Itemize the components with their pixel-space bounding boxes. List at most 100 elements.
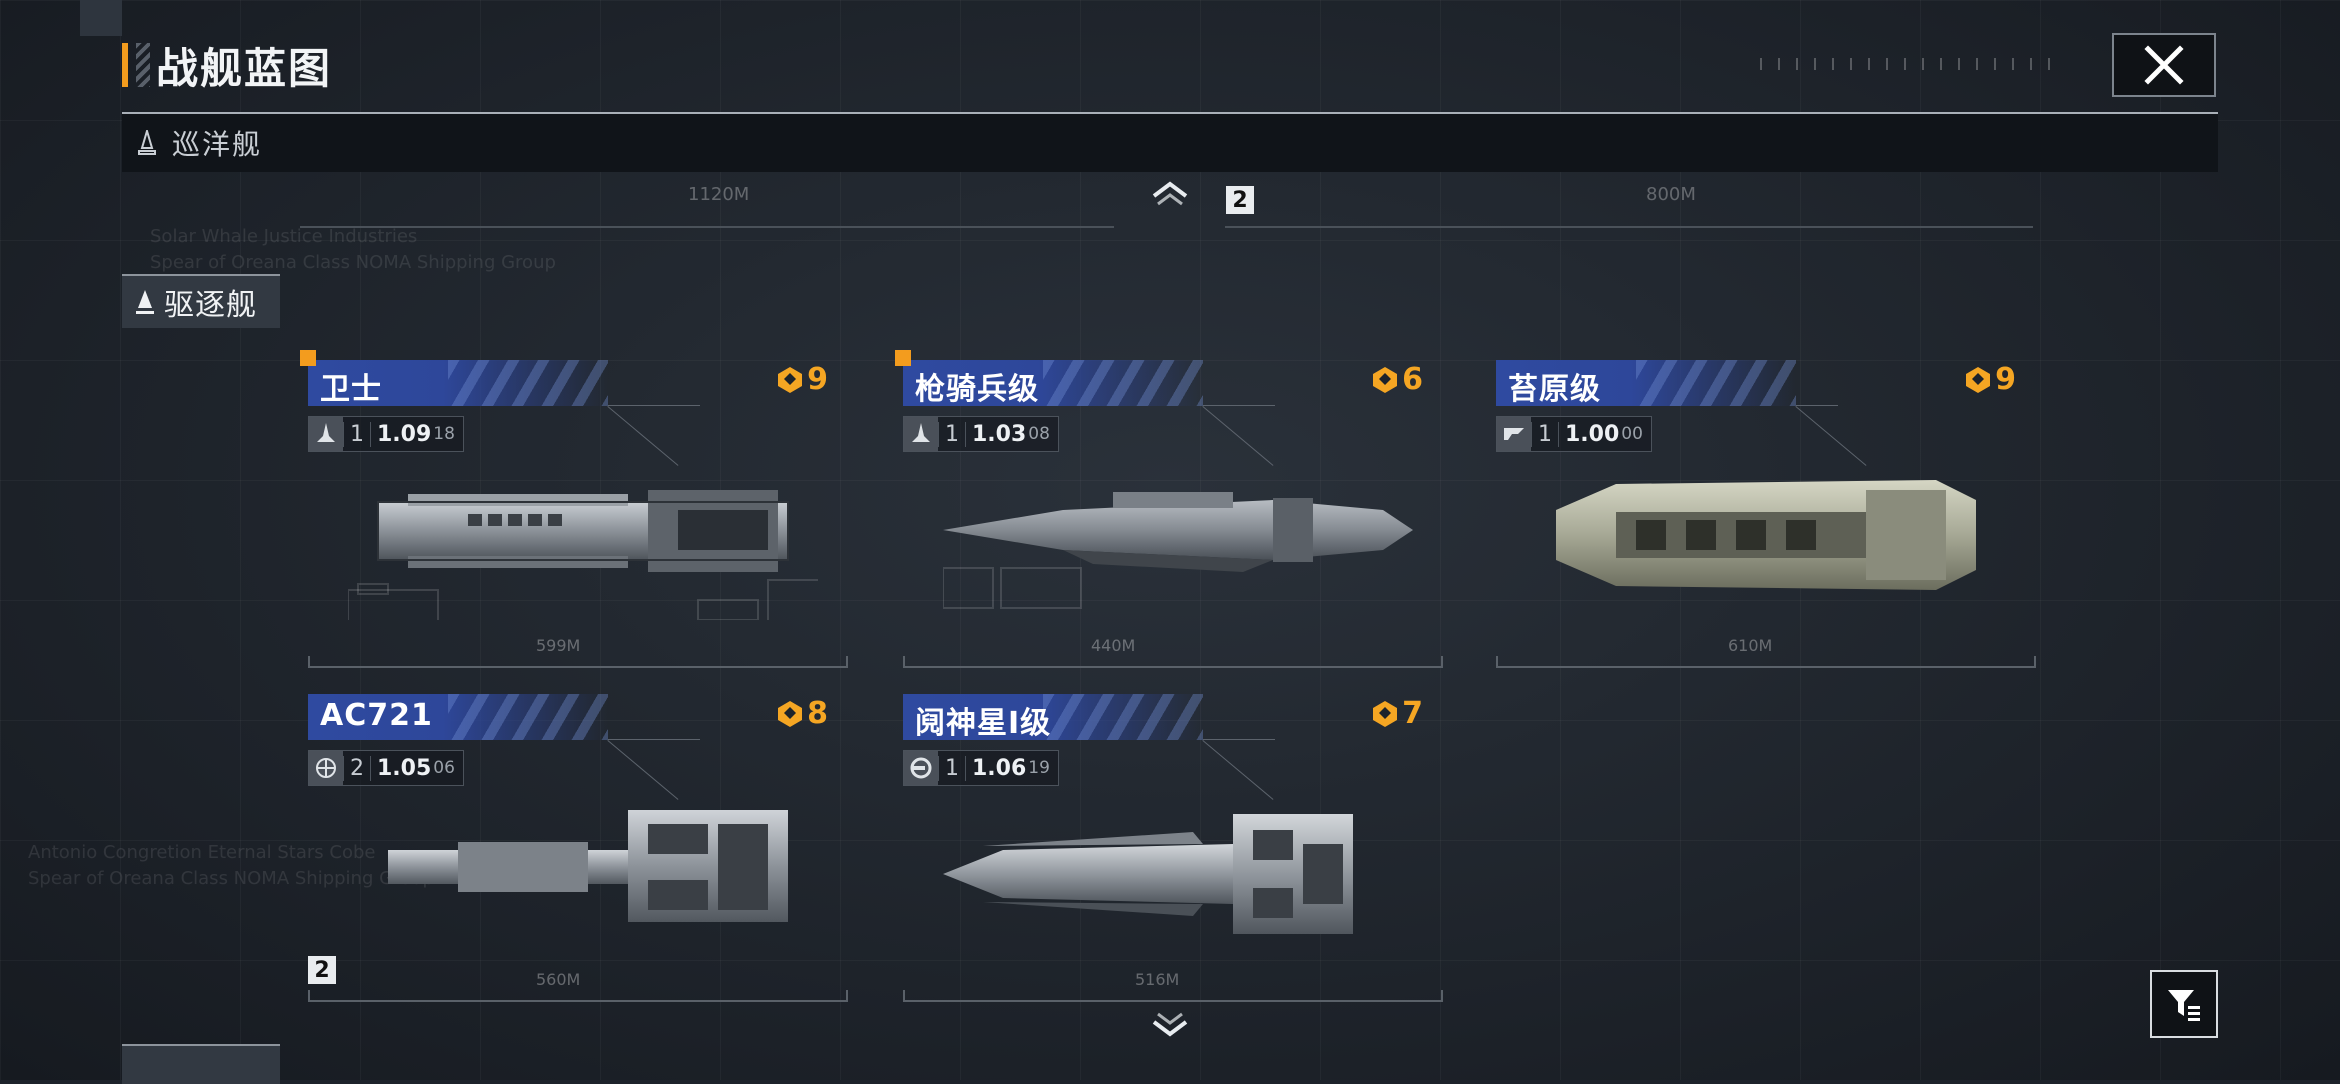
close-icon (2144, 45, 2184, 85)
faction-icon (1504, 428, 1524, 440)
ship-length: 516M (1135, 970, 1180, 989)
ship-image (348, 490, 818, 620)
card-header (903, 694, 1203, 740)
globe-icon (316, 758, 336, 778)
length-ruler (308, 990, 848, 1002)
ship-name: AC721 (320, 698, 433, 733)
length-ruler (308, 656, 848, 668)
ship-version: 1.09 (377, 421, 432, 447)
card-header (1496, 360, 1796, 406)
ship-card-5[interactable]: 阋神星Ⅰ级 7 1 1.06 19 516M (903, 694, 1443, 1014)
cost-display: 9 (1963, 362, 2016, 397)
ship-image (943, 492, 1413, 609)
category-bar-cruiser[interactable]: 巡洋舰 (122, 114, 2218, 172)
shield-ring-icon (910, 757, 932, 779)
fighter-icon (912, 423, 930, 442)
cost-value: 6 (1402, 362, 1423, 397)
fighter-icon (317, 423, 335, 442)
ruler (300, 226, 1114, 228)
ship-version: 1.06 (972, 755, 1027, 781)
ship-stats: 2 1.05 06 (308, 750, 464, 786)
length-label: 800M (1646, 184, 1696, 205)
header-leader-line (1203, 405, 1275, 406)
subcategory-tab-destroyer[interactable]: 驱逐舰 (122, 274, 280, 328)
header-stripes (1043, 694, 1203, 740)
command-point-icon (1966, 366, 1991, 393)
command-point-icon (1373, 366, 1398, 393)
header-stripes (1043, 360, 1203, 406)
cost-display: 8 (775, 696, 828, 731)
ship-class-icon (138, 130, 156, 155)
subcategory-tab-next[interactable] (122, 1044, 280, 1084)
ship-length: 440M (1091, 636, 1136, 655)
header-leader-line (1796, 405, 1838, 406)
ship-subversion: 08 (1028, 424, 1050, 444)
ship-subversion: 06 (433, 758, 455, 778)
ship-card-3[interactable]: 苔原级 9 1 1.00 00 610M (1496, 360, 2036, 680)
ship-subversion: 19 (1028, 758, 1050, 778)
title-stripe (136, 43, 150, 87)
subcategory-label: 驱逐舰 (164, 288, 257, 323)
cost-value: 8 (807, 696, 828, 731)
ship-stats: 1 1.03 08 (903, 416, 1059, 452)
filter-icon (2168, 990, 2200, 1021)
ship-level: 1 (1531, 421, 1559, 447)
header-divider (122, 112, 2218, 114)
page-header: 战舰蓝图 (122, 40, 332, 93)
ship-stats: 1 1.00 00 (1496, 416, 1652, 452)
decor-ticks (1760, 58, 2060, 70)
ship-class-icon (136, 290, 154, 314)
cost-display: 9 (775, 362, 828, 397)
ship-version: 1.00 (1565, 421, 1620, 447)
ship-subversion: 00 (1621, 424, 1643, 444)
cost-value: 9 (1995, 362, 2016, 397)
title-accent (122, 43, 128, 87)
ship-name: 枪骑兵级 (915, 372, 1039, 407)
cost-display: 7 (1370, 696, 1423, 731)
background-text: Spear of Oreana Class NOMA Shipping Grou… (150, 252, 556, 273)
length-ruler (903, 990, 1443, 1002)
count-badge: 2 (308, 956, 336, 984)
close-button[interactable] (2112, 33, 2216, 97)
chevron-down-icon[interactable] (1150, 1012, 1190, 1042)
ship-card-1[interactable]: 卫士 9 1 1.09 18 599M (300, 350, 848, 680)
ship-length: 599M (536, 636, 581, 655)
header-leader-line (608, 405, 700, 406)
header-stripes (448, 694, 608, 740)
header-leader-line (608, 739, 700, 740)
header-leader-line (1203, 739, 1275, 740)
ship-stats: 1 1.09 18 (308, 416, 464, 452)
cost-value: 9 (807, 362, 828, 397)
card-header (308, 360, 608, 406)
ship-image (943, 814, 1353, 934)
card-header (308, 694, 608, 740)
ship-stats: 1 1.06 19 (903, 750, 1059, 786)
ship-image (388, 810, 788, 922)
filter-button[interactable] (2150, 970, 2218, 1038)
command-point-icon (778, 700, 803, 727)
ship-image (1556, 480, 1976, 590)
ship-subversion: 18 (433, 424, 455, 444)
ship-card-2[interactable]: 枪骑兵级 6 1 1.03 08 440M (895, 350, 1443, 680)
background-text: Solar Whale Justice Industries (150, 226, 418, 247)
ship-length: 610M (1728, 636, 1773, 655)
new-flag (300, 350, 316, 366)
corner-block (80, 0, 122, 36)
length-label: 1120M (688, 184, 750, 205)
ship-length: 560M (536, 970, 581, 989)
header-stripes (448, 360, 608, 406)
ship-card-4[interactable]: AC721 8 2 1.05 06 2 560M (308, 694, 848, 1014)
card-header (903, 360, 1203, 406)
ship-level: 2 (343, 755, 371, 781)
ship-version: 1.03 (972, 421, 1027, 447)
ship-version: 1.05 (377, 755, 432, 781)
ship-level: 1 (938, 755, 966, 781)
ship-level: 1 (343, 421, 371, 447)
ship-name: 卫士 (320, 372, 382, 407)
command-point-icon (778, 366, 803, 393)
chevron-up-icon[interactable] (1150, 176, 1190, 206)
count-badge: 2 (1226, 186, 1254, 214)
background-text: Antonio Congretion Eternal Stars Cobe (28, 842, 376, 863)
length-ruler (1496, 656, 2036, 668)
background-text: Spear of Oreana Class NOMA Shipping Grou… (28, 868, 434, 889)
